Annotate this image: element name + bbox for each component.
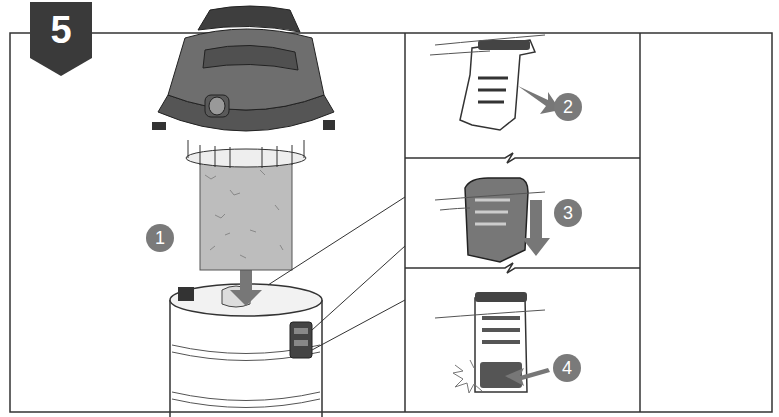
callout-number: 3 [554,199,582,227]
callout-number: 1 [146,224,174,252]
callout-number: 2 [554,93,582,121]
step-number: 5 [30,8,92,52]
callout-number: 4 [553,354,581,382]
